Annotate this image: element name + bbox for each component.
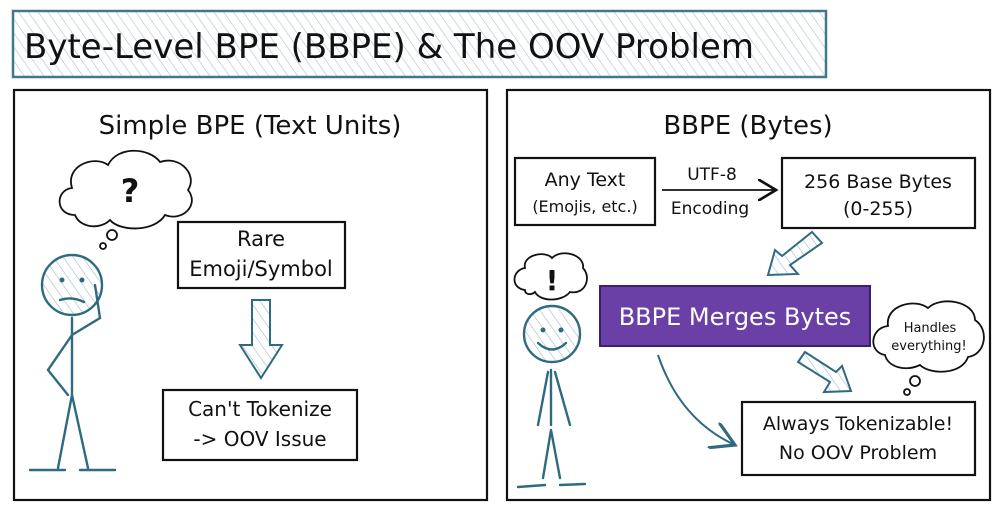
thought-cloud-icon: ? <box>58 150 193 250</box>
arrow-label-utf8: UTF-8 <box>687 165 737 185</box>
rare-box-line1: Rare <box>237 227 285 251</box>
cloud-line1: Handles <box>904 321 957 336</box>
curved-arrow-icon <box>657 354 735 445</box>
left-panel: Simple BPE (Text Units) ? Rare Emoji/Sym… <box>12 88 489 502</box>
exclamation-mark: ! <box>546 264 559 297</box>
exclaim-cloud-icon: ! <box>513 252 588 301</box>
right-panel: BBPE (Bytes) Any Text (Emojis, etc.) UTF… <box>505 88 992 502</box>
base-bytes-box: 256 Base Bytes (0-255) <box>780 156 977 230</box>
result-line2: -> OOV Issue <box>193 427 326 451</box>
input-line1: Any Text <box>545 169 626 191</box>
bbpe-merge-box: BBPE Merges Bytes <box>599 285 871 347</box>
merge-label: BBPE Merges Bytes <box>619 303 852 331</box>
confused-stick-figure-icon <box>28 253 117 472</box>
handles-cloud-icon: Handles everything! <box>872 300 985 396</box>
title-banner: Byte-Level BPE (BBPE) & The OOV Problem <box>11 9 828 79</box>
always-line2: No OOV Problem <box>779 442 937 464</box>
page-title: Byte-Level BPE (BBPE) & The OOV Problem <box>24 27 754 67</box>
rare-symbol-box: Rare Emoji/Symbol <box>176 220 347 290</box>
happy-stick-figure-icon <box>516 304 587 489</box>
arrow-label-encoding: Encoding <box>671 199 749 219</box>
input-line2: (Emojis, etc.) <box>532 197 637 216</box>
diagonal-arrow-2-icon <box>796 350 853 394</box>
any-text-box: Any Text (Emojis, etc.) <box>513 156 657 227</box>
cloud-line2: everything! <box>891 339 966 354</box>
right-heading: BBPE (Bytes) <box>663 111 832 141</box>
question-mark: ? <box>121 172 140 210</box>
down-arrow-icon <box>238 299 284 380</box>
result-line1: Can't Tokenize <box>188 397 332 421</box>
rare-box-line2: Emoji/Symbol <box>189 257 333 281</box>
bytes-line2: (0-255) <box>843 198 913 220</box>
always-line1: Always Tokenizable! <box>763 413 953 435</box>
cant-tokenize-box: Can't Tokenize -> OOV Issue <box>161 388 359 462</box>
diagonal-arrow-icon <box>766 230 824 277</box>
bytes-line1: 256 Base Bytes <box>804 171 952 193</box>
left-heading: Simple BPE (Text Units) <box>99 111 402 141</box>
always-tokenizable-box: Always Tokenizable! No OOV Problem <box>740 400 977 477</box>
